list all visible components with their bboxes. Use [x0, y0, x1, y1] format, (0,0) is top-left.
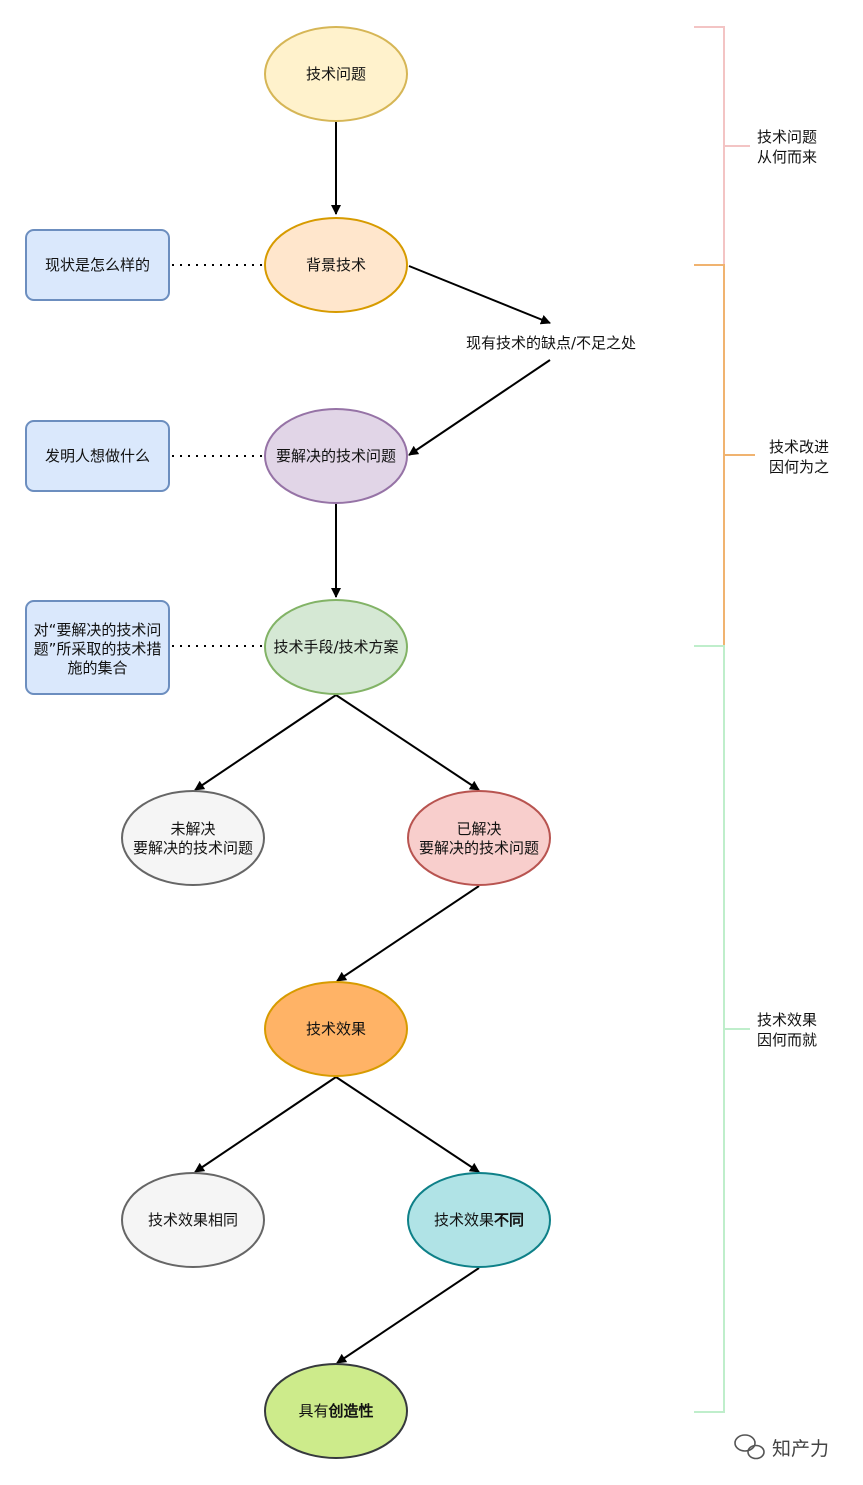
- arrows: [194, 122, 551, 1364]
- watermark: 知产力: [734, 1434, 829, 1460]
- node-tech-means-label: 技术手段/技术方案: [273, 638, 398, 656]
- note-measures: 对“要解决的技术问 题”所采取的技术措 施的集合: [25, 600, 170, 695]
- arrow-defect-to-problem-to-solve: [408, 359, 551, 456]
- arrow-effect-to-different: [335, 1076, 480, 1173]
- arrow-different-to-creative: [336, 1267, 480, 1364]
- node-effect-different: 技术效果不同: [407, 1172, 551, 1268]
- node-background-tech-label: 背景技术: [306, 256, 366, 274]
- node-effect-same: 技术效果相同: [121, 1172, 265, 1268]
- node-solved-line1: 已解决: [456, 820, 501, 838]
- note-current-state-label: 现状是怎么样的: [45, 256, 150, 274]
- node-tech-means: 技术手段/技术方案: [264, 599, 408, 695]
- arrow-means-to-unsolved: [194, 694, 337, 791]
- node-effect-same-label: 技术效果相同: [148, 1211, 238, 1229]
- note-inventor-does-label: 发明人想做什么: [45, 447, 150, 465]
- bracket-improvement-reason-line1: 技术改进: [769, 438, 829, 456]
- bracket-improvement-reason: 技术改进 因何为之: [694, 264, 829, 647]
- node-solved-line2: 要解决的技术问题: [419, 839, 539, 857]
- watermark-text: 知产力: [772, 1438, 829, 1460]
- node-tech-effect: 技术效果: [264, 981, 408, 1077]
- node-tech-effect-label: 技术效果: [306, 1020, 366, 1038]
- bracket-effect-origin-line2: 因何而就: [757, 1031, 817, 1049]
- node-unsolved-line2: 要解决的技术问题: [133, 839, 253, 857]
- arrow-background-to-defect: [408, 265, 551, 325]
- wechat-icon: [734, 1434, 765, 1460]
- node-problem-to-solve: 要解决的技术问题: [264, 408, 408, 504]
- bracket-problem-origin-line1: 技术问题: [757, 128, 817, 146]
- note-measures-line3: 施的集合: [67, 659, 127, 677]
- bracket-problem-origin: 技术问题 从何而来: [694, 26, 817, 266]
- arrow-means-to-solved: [335, 694, 480, 791]
- note-measures-line1: 对“要解决的技术问: [34, 621, 162, 639]
- node-tech-problem: 技术问题: [264, 26, 408, 122]
- arrow-effect-to-same: [194, 1076, 337, 1173]
- node-unsolved: 未解决 要解决的技术问题: [121, 790, 265, 886]
- bracket-effect-origin-line1: 技术效果: [757, 1011, 817, 1029]
- node-tech-problem-label: 技术问题: [306, 65, 366, 83]
- arrow-solved-to-effect: [336, 885, 480, 982]
- node-effect-different-prefix: 技术效果: [434, 1211, 494, 1229]
- node-effect-different-label: 技术效果不同: [434, 1211, 524, 1229]
- node-unsolved-line1: 未解决: [170, 820, 215, 838]
- note-measures-line2: 题”所采取的技术措: [34, 640, 162, 658]
- note-current-state: 现状是怎么样的: [25, 229, 170, 301]
- dotted-connectors: [172, 264, 262, 647]
- defect-label: 现有技术的缺点/不足之处: [466, 334, 636, 352]
- node-solved: 已解决 要解决的技术问题: [407, 790, 551, 886]
- bracket-problem-origin-line2: 从何而来: [757, 148, 817, 166]
- node-creative-prefix: 具有: [298, 1402, 328, 1420]
- node-creative-emph: 创造性: [328, 1402, 374, 1420]
- node-problem-to-solve-label: 要解决的技术问题: [276, 447, 396, 465]
- bracket-improvement-reason-line2: 因何为之: [769, 458, 829, 476]
- bracket-effect-origin: 技术效果 因何而就: [694, 645, 817, 1413]
- note-inventor-does: 发明人想做什么: [25, 420, 170, 492]
- node-effect-different-emph: 不同: [494, 1211, 524, 1229]
- node-creative: 具有创造性: [264, 1363, 408, 1459]
- node-background-tech: 背景技术: [264, 217, 408, 313]
- node-creative-label: 具有创造性: [298, 1402, 373, 1420]
